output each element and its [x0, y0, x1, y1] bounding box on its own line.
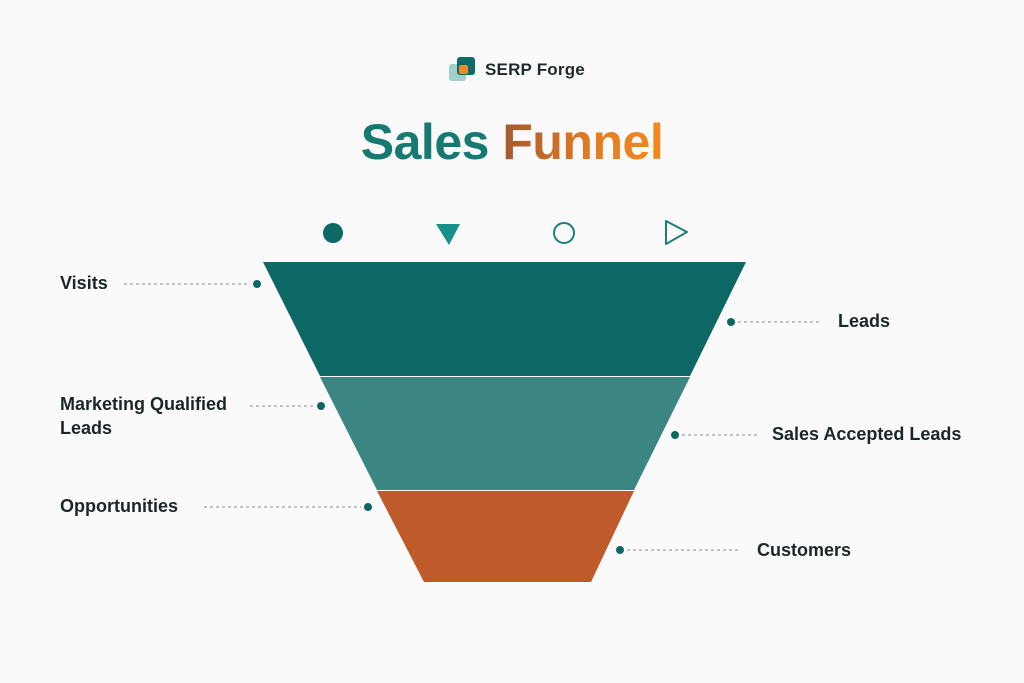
dot-leads — [727, 318, 735, 326]
serp-forge-logo-icon — [448, 56, 478, 84]
outline-triangle-icon — [665, 220, 688, 245]
dot-sal — [671, 431, 679, 439]
label-leads: Leads — [838, 311, 891, 331]
dot-customers — [616, 546, 624, 554]
filled-triangle-icon — [436, 224, 460, 245]
outline-circle-icon — [553, 222, 575, 244]
title-sales: Sales — [360, 114, 490, 170]
brand: SERP Forge — [448, 56, 585, 84]
label-opportunities: Opportunities — [60, 496, 178, 516]
dot-visits — [253, 280, 261, 288]
filled-circle-icon — [323, 223, 343, 243]
funnel-stage-1 — [263, 262, 746, 376]
label-marketing-qualified-leads: Marketing Qualified Leads — [60, 394, 228, 438]
page-title: Sales Funnel — [0, 112, 1024, 172]
label-sales-accepted-leads: Sales Accepted Leads — [772, 424, 962, 444]
dot-mql — [317, 402, 325, 410]
dot-opportunities — [364, 503, 372, 511]
funnel-stage-3 — [377, 491, 634, 582]
label-visits: Visits — [60, 273, 108, 293]
brand-name: SERP Forge — [485, 60, 585, 79]
title-funnel: Funnel — [502, 114, 664, 170]
funnel-stage-2 — [320, 377, 690, 490]
label-customers: Customers — [757, 540, 852, 560]
